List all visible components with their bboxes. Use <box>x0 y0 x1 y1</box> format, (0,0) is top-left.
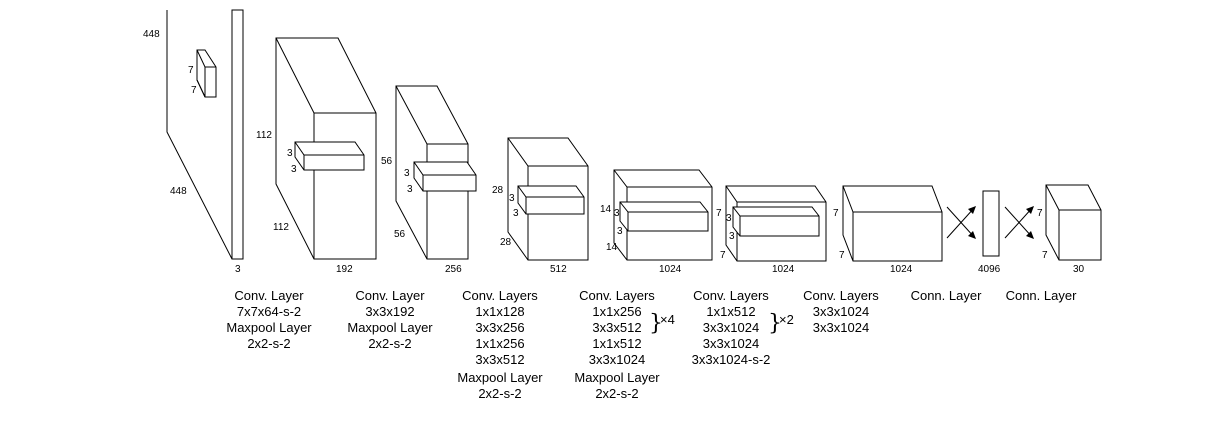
conv3-depth-label: 256 <box>445 264 462 275</box>
conv2-kernel-box <box>294 141 365 171</box>
caption-line: 3x3x1024 <box>703 320 759 335</box>
caption-line: 2x2-s-2 <box>478 386 521 401</box>
caption-line: 3x3x1024 <box>813 304 869 319</box>
caption-line: 2x2-s-2 <box>247 336 290 351</box>
conv4-kernel-h-label: 3 <box>509 193 515 204</box>
caption-line: Conv. Layers <box>803 288 879 303</box>
repeat-brace: } <box>649 311 663 336</box>
conv2-width-label: 112 <box>273 222 289 233</box>
caption-line: 1x1x512 <box>592 336 641 351</box>
caption-line: 3x3x512 <box>592 320 641 335</box>
caption-line: Maxpool Layer <box>347 320 433 335</box>
conv4-volume <box>507 137 589 261</box>
conv7-height-label: 7 <box>833 208 839 219</box>
output-depth-label: 30 <box>1073 264 1085 275</box>
caption-block-5: Conv. Layers 1x1x512 3x3x1024 3x3x1024 3… <box>692 288 794 367</box>
input-depth-label: 3 <box>235 264 241 275</box>
conv5-kernel-box <box>619 201 709 232</box>
caption-line: Conv. Layers <box>579 288 655 303</box>
conv6-kernel-box <box>732 206 820 237</box>
conv4-kernel-box <box>517 185 585 215</box>
repeat-brace: } <box>768 311 782 336</box>
caption-block-3: Conv. Layers 1x1x128 3x3x256 1x1x256 3x3… <box>457 288 543 401</box>
conv3-kernel-box <box>413 161 477 192</box>
output-width-label: 7 <box>1042 250 1048 261</box>
caption-block-1: Conv. Layer 7x7x64-s-2 Maxpool Layer 2x2… <box>226 288 312 351</box>
conv2-volume <box>275 37 377 260</box>
conv5-height-label: 14 <box>600 204 612 215</box>
caption-line: Maxpool Layer <box>226 320 312 335</box>
caption-line: 7x7x64-s-2 <box>237 304 301 319</box>
caption-block-7: Conn. Layer <box>911 288 982 303</box>
caption-block-6: Conv. Layers 3x3x1024 3x3x1024 <box>803 288 879 335</box>
caption-line: 3x3x192 <box>365 304 414 319</box>
fc-4096-vector <box>982 190 1000 257</box>
input-kernel-w-label: 7 <box>191 85 197 96</box>
caption-line: 1x1x512 <box>706 304 755 319</box>
caption-line: Conv. Layers <box>693 288 769 303</box>
input-kernel-cube <box>196 49 217 98</box>
conv5-width-label: 14 <box>606 242 618 253</box>
conv5-kernel-h-label: 3 <box>614 208 620 219</box>
conv7-width-label: 7 <box>839 250 845 261</box>
conv6-depth-label: 1024 <box>772 264 795 275</box>
caption-line: 3x3x1024 <box>589 352 645 367</box>
conv5-kernel-w-label: 3 <box>617 226 623 237</box>
conv2-depth-label: 192 <box>336 264 353 275</box>
caption-block-8: Conn. Layer <box>1006 288 1077 303</box>
conv4-depth-label: 512 <box>550 264 567 275</box>
conv2-kernel-w-label: 3 <box>291 164 297 175</box>
caption-line: Conv. Layers <box>462 288 538 303</box>
conv6-width-label: 7 <box>720 250 726 261</box>
fc-4096-label: 4096 <box>978 264 1001 275</box>
caption-line: Conn. Layer <box>911 288 982 303</box>
conv2-kernel-h-label: 3 <box>287 148 293 159</box>
caption-line: 1x1x128 <box>475 304 524 319</box>
input-volume <box>166 9 244 260</box>
caption-line: Maxpool Layer <box>457 370 543 385</box>
conv5-volume <box>613 169 713 261</box>
conv3-kernel-w-label: 3 <box>407 184 413 195</box>
conv3-volume <box>395 85 477 260</box>
caption-line: 3x3x512 <box>475 352 524 367</box>
conv3-width-label: 56 <box>394 229 406 240</box>
caption-line: 3x3x256 <box>475 320 524 335</box>
full-connection-arrows-1 <box>946 206 976 239</box>
conv2-height-label: 112 <box>256 130 272 141</box>
output-height-label: 7 <box>1037 208 1043 219</box>
caption-block-2: Conv. Layer 3x3x192 Maxpool Layer 2x2-s-… <box>347 288 433 351</box>
caption-line: 1x1x256 <box>592 304 641 319</box>
conv4-height-label: 28 <box>492 185 504 196</box>
caption-line: 2x2-s-2 <box>595 386 638 401</box>
caption-line: Conv. Layer <box>234 288 304 303</box>
input-kernel-h-label: 7 <box>188 65 194 76</box>
caption-block-4: Conv. Layers 1x1x256 3x3x512 1x1x512 3x3… <box>574 288 674 401</box>
input-height-label: 448 <box>143 29 160 40</box>
caption-line: 1x1x256 <box>475 336 524 351</box>
caption-line: 3x3x1024 <box>813 320 869 335</box>
caption-line: 3x3x1024 <box>703 336 759 351</box>
output-volume <box>1045 184 1102 261</box>
conv4-kernel-w-label: 3 <box>513 208 519 219</box>
conv7-volume <box>842 185 943 262</box>
caption-line: Maxpool Layer <box>574 370 660 385</box>
conv3-kernel-h-label: 3 <box>404 168 410 179</box>
caption-line: Conv. Layer <box>355 288 425 303</box>
full-connection-arrows-2 <box>1004 206 1034 239</box>
conv6-kernel-h-label: 3 <box>726 213 732 224</box>
conv6-kernel-w-label: 3 <box>729 231 735 242</box>
repeat-count-label: ×2 <box>779 312 794 327</box>
conv6-height-label: 7 <box>716 208 722 219</box>
caption-line: 3x3x1024-s-2 <box>692 352 771 367</box>
input-width-label: 448 <box>170 186 187 197</box>
caption-line: 2x2-s-2 <box>368 336 411 351</box>
conv5-depth-label: 1024 <box>659 264 682 275</box>
conv4-width-label: 28 <box>500 237 512 248</box>
repeat-count-label: ×4 <box>660 312 675 327</box>
caption-line: Conn. Layer <box>1006 288 1077 303</box>
conv3-height-label: 56 <box>381 156 393 167</box>
conv6-volume <box>725 185 827 262</box>
conv7-depth-label: 1024 <box>890 264 913 275</box>
